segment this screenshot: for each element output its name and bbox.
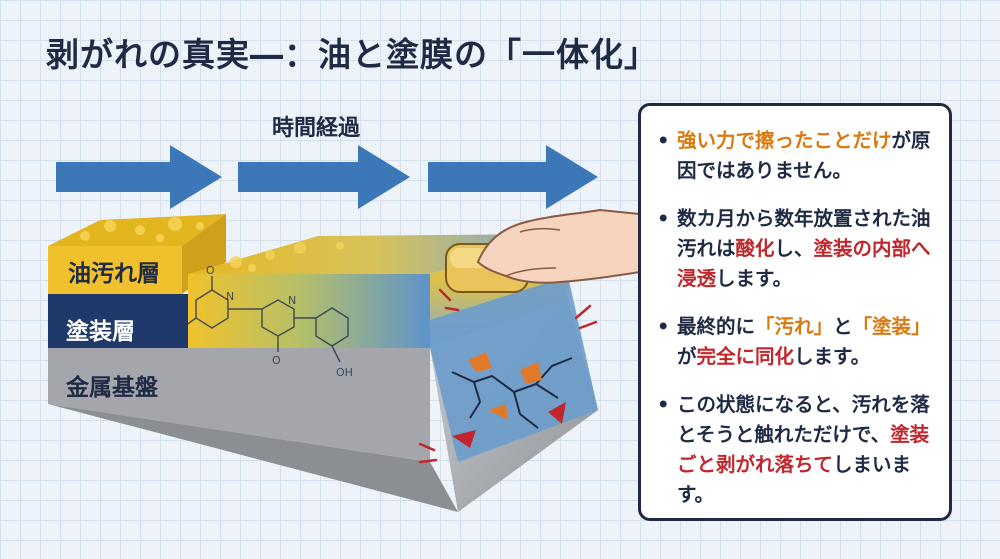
metal-front (48, 348, 430, 462)
metal-bottom-front (48, 404, 458, 512)
vibration-marks-icon (418, 288, 598, 464)
arrow-right-icon (56, 145, 222, 209)
point-text: します。 (716, 267, 793, 290)
point-text: 数カ月から数年放置された油汚れは (677, 207, 931, 260)
explanation-panel: 強い力で擦ったことだけが原因ではありません。数カ月から数年放置された油汚れは酸化… (638, 103, 952, 521)
page-title: 剥がれの真実―：油と塗膜の「一体化」 (46, 35, 658, 74)
hand-with-sponge-icon (445, 208, 640, 293)
point-text: が (677, 345, 697, 368)
arrow-right-icon (238, 145, 410, 209)
time-label: 時間経過 (272, 116, 361, 141)
atom-label-o: O (206, 264, 215, 277)
point-text: しまいます。 (677, 453, 912, 506)
layer-label-paint: 塗装層 (66, 319, 135, 345)
layer-label-oil: 油汚れ層 (68, 261, 160, 287)
atom-label-o: O (272, 354, 281, 367)
coating-illustration: N N O O OH (48, 208, 640, 512)
explanation-point: 数カ月から数年放置された油汚れは酸化し、塗装の内部へ浸透します。 (655, 204, 931, 294)
metal-front-shade (48, 348, 430, 462)
crack-icon (451, 357, 573, 429)
explanation-point: 最終的に「汚れ」と「塗装」が完全に同化します。 (655, 312, 931, 372)
atom-label-n: N (226, 290, 234, 303)
point-text: 最終的に (677, 315, 756, 338)
point-highlight: 「汚れ」 (755, 315, 834, 338)
time-arrows (56, 145, 598, 209)
point-text: します。 (794, 345, 871, 368)
point-highlight: 完全に同化 (696, 345, 795, 368)
layer-label-metal: 金属基盤 (66, 375, 158, 401)
point-text: が原因ではありません。 (677, 129, 931, 182)
explanation-point: 強い力で擦ったことだけが原因ではありません。 (655, 126, 931, 186)
peeling-flakes (468, 352, 542, 420)
point-highlight: 酸化 (735, 237, 775, 260)
point-highlight: 強い力で擦ったことだけ (677, 129, 892, 152)
point-text: この状態になると、汚れを落とそうと触れただけで、 (677, 393, 930, 446)
oil-front (48, 246, 182, 294)
explanation-list: 強い力で擦ったことだけが原因ではありません。数カ月から数年放置された油汚れは酸化… (655, 126, 931, 510)
point-text: と (833, 315, 853, 338)
explanation-point: この状態になると、汚れを落とそうと触れただけで、塗装ごと剥がれ落ちてしまいます。 (655, 390, 931, 510)
atom-label-n: N (288, 294, 296, 307)
merge-front (188, 274, 430, 348)
point-highlight: 「塗装」 (852, 315, 931, 338)
arrow-right-icon (428, 145, 598, 209)
atom-label-oh: OH (336, 366, 353, 379)
chemical-structure-icon (181, 276, 349, 363)
point-text: し、 (774, 237, 814, 260)
point-highlight: 塗装ごと剥がれ落ちて (677, 423, 930, 476)
point-highlight: 塗装の内部へ浸透 (677, 237, 931, 290)
